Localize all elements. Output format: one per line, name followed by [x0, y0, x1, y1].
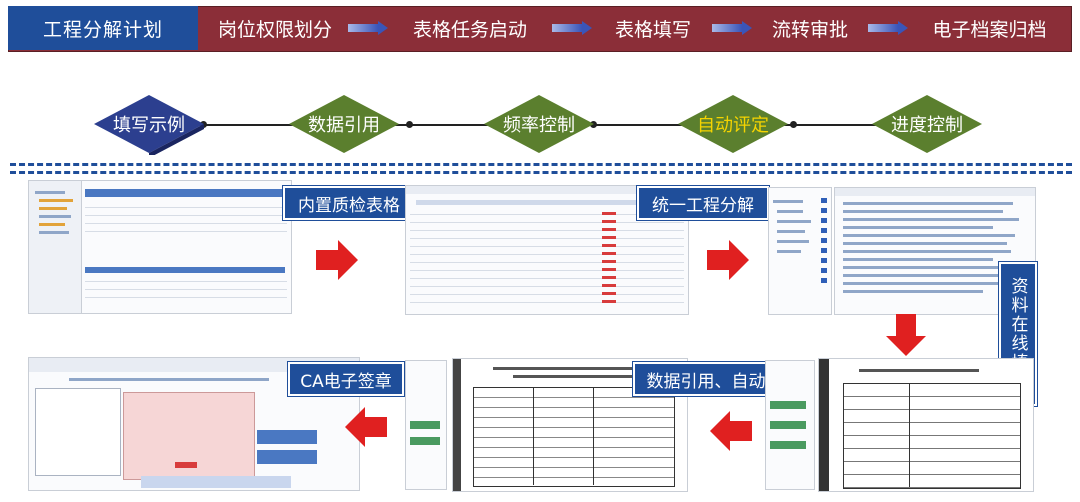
banner-arrow-icon — [348, 21, 388, 35]
label-unified-breakdown: 统一工程分解 — [637, 186, 769, 220]
feature-label: 数据引用 — [308, 115, 380, 136]
feature-fill-example: 填写示例 — [92, 93, 206, 155]
banner-step-4: 流转审批 — [771, 18, 848, 41]
banner-step-5: 电子档案归档 — [932, 18, 1047, 41]
feature-label: 填写示例 — [113, 115, 185, 136]
label-builtin-qc: 内置质检表格 — [283, 186, 415, 220]
banner-arrow-icon — [868, 21, 908, 35]
right-arrow-icon — [316, 240, 358, 280]
feature-data-reference: 数据引用 — [287, 93, 401, 155]
banner-arrow-icon — [552, 21, 592, 35]
screenshot-form-sheet — [818, 358, 1034, 492]
left-arrow-icon — [710, 411, 752, 451]
screenshot-filled-table — [452, 358, 688, 492]
feature-progress-control: 进度控制 — [870, 93, 984, 155]
right-arrow-icon — [707, 240, 749, 280]
screenshot-side-panel — [405, 360, 447, 490]
connector-dot — [590, 121, 597, 128]
feature-label: 进度控制 — [891, 115, 963, 136]
banner-step-1: 岗位权限划分 — [217, 18, 332, 41]
feature-label: 自动评定 — [697, 115, 769, 136]
section-divider — [10, 163, 1072, 166]
banner-step-3: 表格填写 — [614, 18, 691, 41]
connector-dot — [790, 121, 797, 128]
screenshot-task-list — [28, 180, 292, 314]
screenshot-tree-panel — [768, 187, 832, 315]
left-arrow-icon — [345, 407, 387, 447]
banner-arrow-icon — [712, 21, 752, 35]
banner-step-plan: 工程分解计划 — [8, 6, 198, 50]
section-divider — [10, 171, 1072, 174]
banner-step-2: 表格任务启动 — [412, 18, 527, 41]
feature-frequency-control: 频率控制 — [482, 93, 596, 155]
feature-auto-evaluation: 自动评定 — [676, 93, 790, 155]
connector-dot — [406, 121, 413, 128]
down-arrow-icon — [886, 314, 926, 356]
label-ca-signature: CA电子签章 — [288, 362, 404, 396]
feature-label: 频率控制 — [503, 115, 575, 136]
screenshot-side-panel — [765, 360, 815, 490]
